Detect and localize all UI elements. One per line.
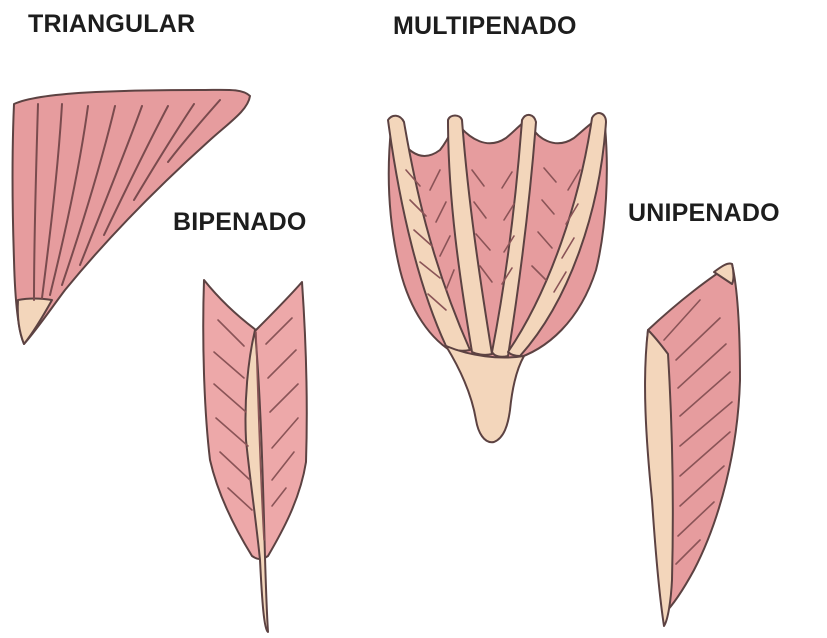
unipenado-muscle (645, 263, 740, 626)
multipenado-muscle (388, 113, 607, 442)
bipenado-muscle (203, 280, 307, 632)
